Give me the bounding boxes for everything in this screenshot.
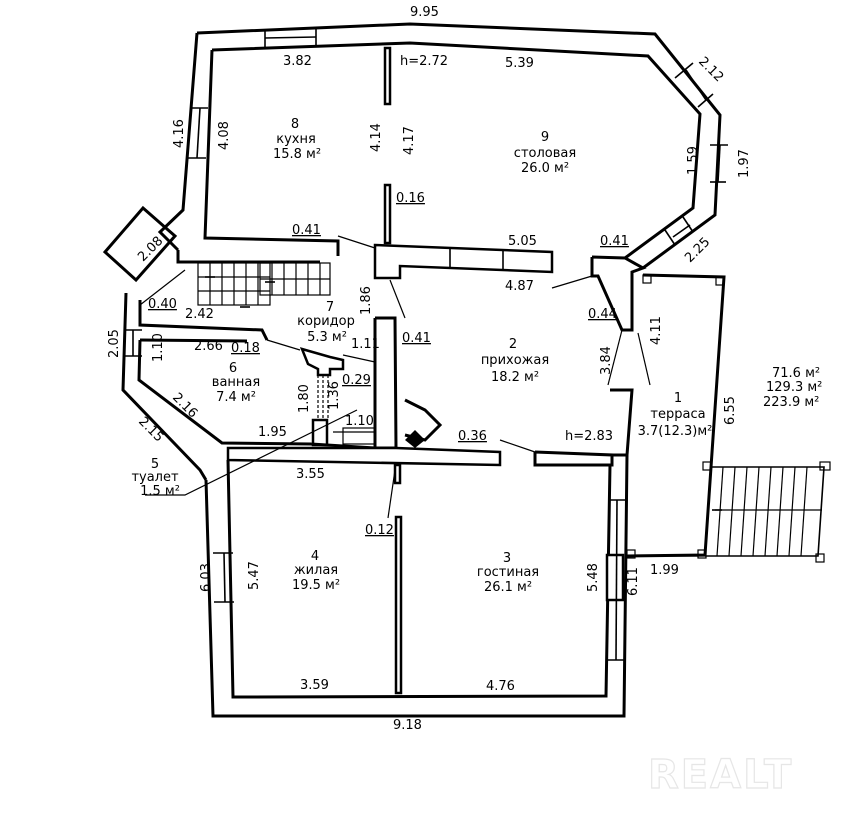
dim-wall-036: 0.36	[458, 429, 487, 444]
dim-toilet-in: 1.36	[327, 381, 342, 410]
dim-wall-029: 0.29	[342, 373, 371, 388]
dim-bath-left: 1.10	[151, 333, 166, 362]
dim-lounge-bottom: 4.76	[486, 679, 515, 694]
room-dining: 9 столовая 26.0 м²	[514, 130, 576, 176]
room-name: терраса	[650, 407, 705, 422]
dim-bay-3: 2.25	[682, 235, 713, 266]
total-overall-area: 223.9 м²	[763, 395, 819, 410]
dim-left-out: 2.05	[107, 329, 122, 358]
ceiling-height-top: h=2.72	[400, 54, 448, 69]
central-walls	[226, 388, 634, 695]
room-name: ванная	[212, 375, 260, 390]
partition-kitchen-dining-top	[383, 46, 392, 106]
dim-bay-2-out: 1.97	[737, 149, 752, 178]
dim-partition-thick: 0.16	[396, 191, 425, 206]
living-outer-walls	[204, 454, 629, 718]
partition-kitchen-dining-bottom	[383, 183, 392, 245]
room-living: 4 жилая 19.5 м²	[292, 549, 340, 593]
dim-corridor-h: 1.86	[359, 286, 374, 315]
total-useful-area: 129.3 м²	[766, 380, 822, 395]
dim-toilet-h: 1.80	[297, 384, 312, 413]
dim-stair-len: 2.42	[185, 307, 214, 322]
dim-wall-040: 0.40	[148, 297, 177, 312]
room-name: коридор	[297, 314, 355, 329]
dim-wall-018: 0.18	[231, 341, 260, 356]
dim-toilet-w: 1.10	[345, 414, 374, 429]
area-totals: 71.6 м² 129.3 м² 223.9 м²	[763, 366, 822, 410]
room-area: 15.8 м²	[273, 147, 321, 162]
room-area: 7.4 м²	[216, 390, 256, 405]
dim-kitchen-top: 3.82	[283, 54, 312, 69]
dim-partition-012: 0.12	[365, 523, 394, 538]
dim-hall-top-out: 5.05	[508, 234, 537, 249]
dim-bath-bottom: 1.95	[258, 425, 287, 440]
dim-wall-041-b: 0.41	[402, 331, 431, 346]
room-number: 6	[229, 361, 237, 376]
dim-bottom-overall: 9.18	[393, 718, 422, 733]
room-bathroom: 6 ванная 7.4 м²	[212, 361, 260, 405]
dim-wall-044: 0.44	[588, 307, 617, 322]
room-name: столовая	[514, 146, 576, 161]
dim-lounge-right-in: 5.48	[586, 563, 601, 592]
hall-top-wall	[373, 243, 647, 332]
room-corridor: 7 коридор 5.3 м²	[297, 300, 355, 345]
ceiling-height-hall: h=2.83	[565, 429, 613, 444]
dim-living-top: 3.55	[296, 467, 325, 482]
room-area: 5.3 м²	[307, 330, 347, 345]
dim-living-left-in: 5.47	[247, 561, 262, 590]
leader-lines	[145, 235, 705, 557]
dim-diag-out: 2.15	[135, 414, 166, 445]
dim-bay-1: 2.12	[695, 54, 726, 85]
dim-partition-b: 4.17	[402, 126, 417, 155]
room-name: прихожая	[481, 353, 549, 368]
room-lounge: 3 гостиная 26.1 м²	[477, 551, 539, 595]
room-toilet: 5 туалет 1.5 м²	[131, 457, 179, 499]
room-hall: 2 прихожая 18.2 м²	[481, 337, 549, 385]
dim-partition-a: 4.14	[369, 123, 384, 152]
dim-bay-2-in: 1.59	[686, 146, 701, 175]
room-area: 3.7(12.3)м²	[638, 424, 713, 439]
dim-dining-top: 5.39	[505, 56, 534, 71]
room-area: 26.0 м²	[521, 161, 569, 176]
outer-walls	[157, 22, 728, 270]
room-area: 26.1 м²	[484, 580, 532, 595]
dim-hall-top-in: 4.87	[505, 279, 534, 294]
room-area: 19.5 м²	[292, 578, 340, 593]
dim-wall-041-a: 0.41	[292, 223, 321, 238]
dim-living-left-out: 6.03	[199, 563, 214, 592]
room-number: 8	[291, 117, 299, 132]
room-number: 2	[509, 337, 517, 352]
room-area: 18.2 м²	[491, 370, 539, 385]
room-number: 7	[326, 300, 334, 315]
dim-hall-right-out: 4.11	[649, 316, 664, 345]
dim-top-overall: 9.95	[410, 5, 439, 20]
room-terrace: 1 терраса 3.7(12.3)м²	[638, 391, 713, 439]
room-area: 1.5 м²	[140, 484, 180, 499]
dim-bath-top: 2.66	[194, 339, 223, 354]
dim-lounge-right-out: 6.11	[626, 567, 641, 596]
dim-kitchen-left-out: 4.16	[172, 119, 187, 148]
room-number: 1	[674, 391, 682, 406]
room-number: 4	[311, 549, 319, 564]
total-living-area: 71.6 м²	[772, 366, 820, 381]
dim-kitchen-left-in: 4.08	[217, 121, 232, 150]
watermark-logo: REALT	[648, 752, 793, 798]
dim-hall-right: 3.84	[599, 346, 614, 375]
room-name: туалет	[131, 470, 179, 485]
dim-terrace-right: 6.55	[723, 396, 738, 425]
room-number: 5	[151, 457, 159, 472]
room-name: жилая	[294, 563, 338, 578]
room-kitchen: 8 кухня 15.8 м²	[273, 117, 321, 162]
dim-wall-041-c: 0.41	[600, 234, 629, 249]
room-number: 3	[503, 551, 511, 566]
left-wing-walls	[121, 292, 312, 481]
dimension-labels: 9.95 3.82 h=2.72 5.39 2.12 1.59 1.97 2.2…	[107, 5, 752, 733]
room-name: гостиная	[477, 565, 539, 580]
dim-terrace-bottom: 1.99	[650, 563, 679, 578]
room-name: кухня	[276, 132, 316, 147]
room-number: 9	[541, 130, 549, 145]
dim-living-bottom: 3.59	[300, 678, 329, 693]
staircase	[102, 205, 331, 308]
dim-corridor-w: 1.11	[351, 337, 380, 352]
